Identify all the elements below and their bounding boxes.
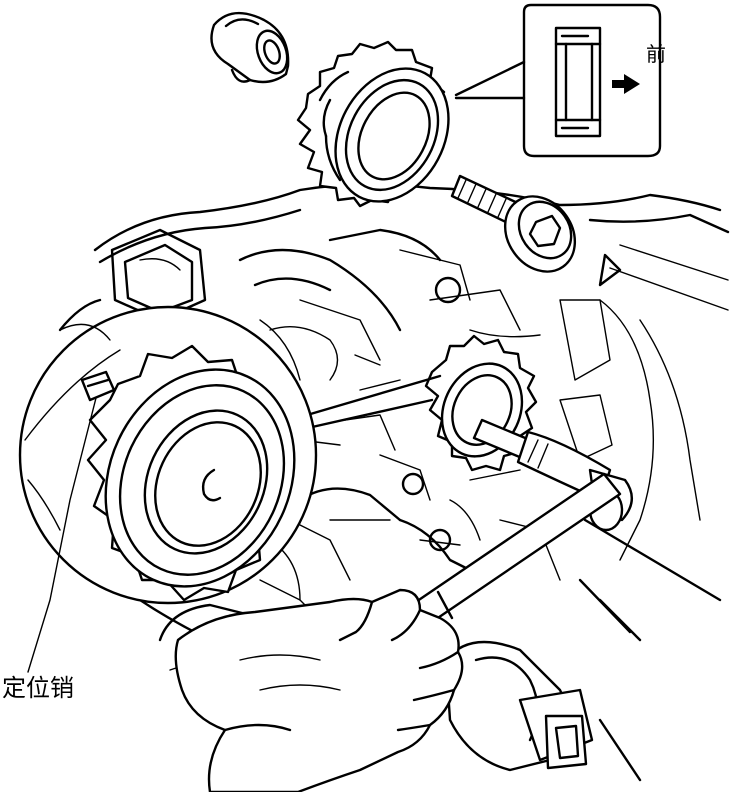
gloved-hand	[174, 588, 464, 792]
orientation-inset	[454, 3, 662, 158]
crankshaft-timing-sprocket	[296, 40, 450, 208]
magnified-detail	[18, 305, 442, 673]
bushing-part	[210, 12, 290, 84]
engine-block-background	[48, 183, 730, 691]
front-direction-label: 前	[646, 42, 666, 66]
sprocket-bolt	[450, 174, 577, 273]
front-direction-arrow-icon	[612, 74, 640, 94]
locating-pin-label: 定位销	[2, 674, 74, 702]
